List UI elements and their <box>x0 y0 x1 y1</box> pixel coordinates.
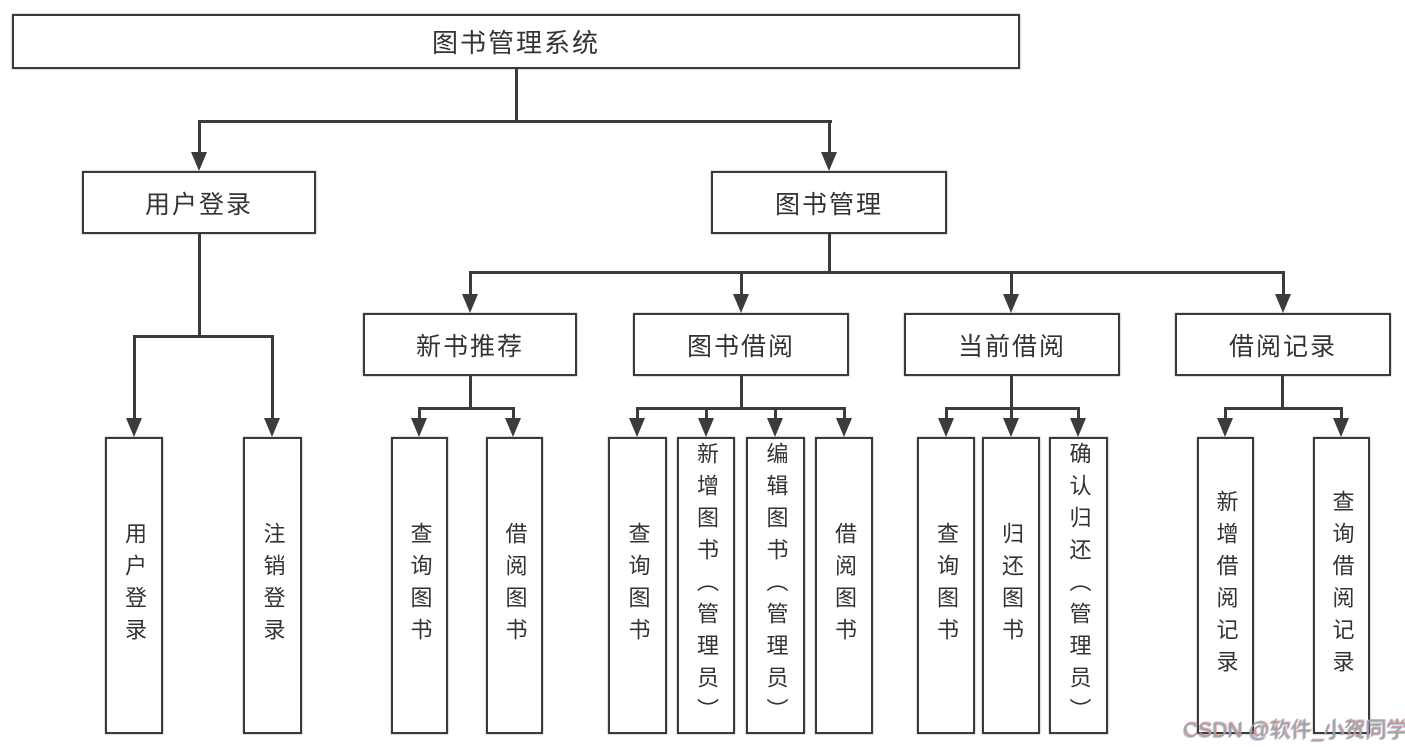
node-leaf-query-books-recommend: 查询图书 <box>391 437 448 734</box>
node-leaf-borrow-books-recommend: 借阅图书 <box>486 437 543 734</box>
arrowhead-down <box>1003 418 1019 437</box>
connector-drop <box>636 407 639 420</box>
node-label: 借阅图书 <box>832 521 857 650</box>
connector-drop <box>1224 407 1227 420</box>
node-label: 借阅图书 <box>502 521 528 650</box>
connector-drop <box>1282 271 1285 296</box>
connector-bar <box>636 407 845 410</box>
node-new-book-recommend: 新书推荐 <box>363 313 577 376</box>
node-label: 注销登录 <box>260 521 286 650</box>
arrowhead-down <box>821 152 837 171</box>
connector-drop <box>828 120 831 154</box>
connector-stem <box>469 376 472 409</box>
node-label: 新增借阅记录 <box>1213 489 1239 682</box>
arrowhead-down <box>629 418 645 437</box>
node-label: 确认归还（管理员） <box>1066 441 1092 730</box>
connector-stem <box>198 234 201 337</box>
connector-drop <box>1340 407 1343 420</box>
node-book-borrowing: 图书借阅 <box>633 313 849 376</box>
node-label: 图书借阅 <box>686 332 795 361</box>
node-leaf-logout: 注销登录 <box>243 437 302 734</box>
node-current-borrowing: 当前借阅 <box>904 313 1120 376</box>
connector-stem <box>828 234 831 273</box>
node-leaf-query-books-current: 查询图书 <box>917 437 975 734</box>
node-label: 查询图书 <box>934 521 959 650</box>
connector-drop <box>271 335 274 420</box>
connector-drop <box>1077 407 1080 420</box>
arrowhead-down <box>505 418 521 437</box>
node-leaf-add-borrow-record: 新增借阅记录 <box>1197 437 1254 734</box>
node-borrowing-records: 借阅记录 <box>1175 313 1391 376</box>
connector-drop <box>705 407 708 420</box>
arrowhead-down <box>938 418 954 437</box>
connector-drop <box>133 335 136 420</box>
arrowhead-down <box>733 294 749 313</box>
node-label: 新增图书（管理员） <box>694 441 719 730</box>
connector-bar <box>133 335 273 338</box>
arrowhead-down <box>411 418 427 437</box>
connector-bar <box>198 120 832 123</box>
node-label: 查询图书 <box>407 521 433 650</box>
arrowhead-down <box>767 418 783 437</box>
connector-drop <box>1010 271 1013 296</box>
node-leaf-borrow-books: 借阅图书 <box>815 437 873 734</box>
node-label: 当前借阅 <box>957 332 1066 361</box>
connector-drop <box>418 407 421 420</box>
arrowhead-down <box>1217 418 1233 437</box>
connector-bar <box>418 407 515 410</box>
arrowhead-down <box>462 294 478 313</box>
node-label: 归还图书 <box>999 521 1024 650</box>
connector-drop <box>945 407 948 420</box>
node-leaf-return-books: 归还图书 <box>982 437 1040 734</box>
csdn-watermark: CSDN @软件_小贺同学 <box>1183 719 1405 742</box>
node-label: 图书管理 <box>774 190 883 219</box>
node-label: 查询借阅记录 <box>1329 489 1355 682</box>
node-leaf-query-borrow-record: 查询借阅记录 <box>1313 437 1370 734</box>
node-leaf-confirm-return-admin: 确认归还（管理员） <box>1049 437 1108 734</box>
connector-drop <box>198 120 201 154</box>
connector-drop <box>740 271 743 296</box>
arrowhead-down <box>1275 294 1291 313</box>
connector-stem <box>515 69 518 121</box>
node-label: 用户登录 <box>144 190 253 219</box>
node-leaf-user-login: 用户登录 <box>105 437 163 734</box>
connector-drop <box>469 271 472 296</box>
connector-bar <box>469 271 1285 274</box>
node-leaf-query-books-borrowing: 查询图书 <box>608 437 667 734</box>
node-leaf-add-books-admin: 新增图书（管理员） <box>677 437 735 734</box>
node-label: 图书管理系统 <box>431 28 600 58</box>
connector-bar <box>1224 407 1342 410</box>
connector-drop <box>774 407 777 420</box>
node-label: 新书推荐 <box>415 332 524 361</box>
connector-drop <box>512 407 515 420</box>
node-user-login: 用户登录 <box>82 171 316 234</box>
node-leaf-edit-books-admin: 编辑图书（管理员） <box>746 437 805 734</box>
connector-drop <box>1010 407 1013 420</box>
connector-stem <box>1281 376 1284 409</box>
node-label: 用户登录 <box>122 521 147 650</box>
arrowhead-down <box>126 418 142 437</box>
arrowhead-down <box>1070 418 1086 437</box>
node-book-management: 图书管理 <box>711 171 947 234</box>
connector-drop <box>843 407 846 420</box>
node-label: 借阅记录 <box>1228 332 1337 361</box>
node-library-management-system: 图书管理系统 <box>12 14 1020 69</box>
node-label: 编辑图书（管理员） <box>763 441 789 730</box>
node-label: 查询图书 <box>625 521 651 650</box>
arrowhead-down <box>698 418 714 437</box>
connector-stem <box>740 376 743 409</box>
arrowhead-down <box>836 418 852 437</box>
arrowhead-down <box>1333 418 1349 437</box>
connector-stem <box>1010 376 1013 409</box>
arrowhead-down <box>264 418 280 437</box>
arrowhead-down <box>1003 294 1019 313</box>
arrowhead-down <box>191 152 207 171</box>
